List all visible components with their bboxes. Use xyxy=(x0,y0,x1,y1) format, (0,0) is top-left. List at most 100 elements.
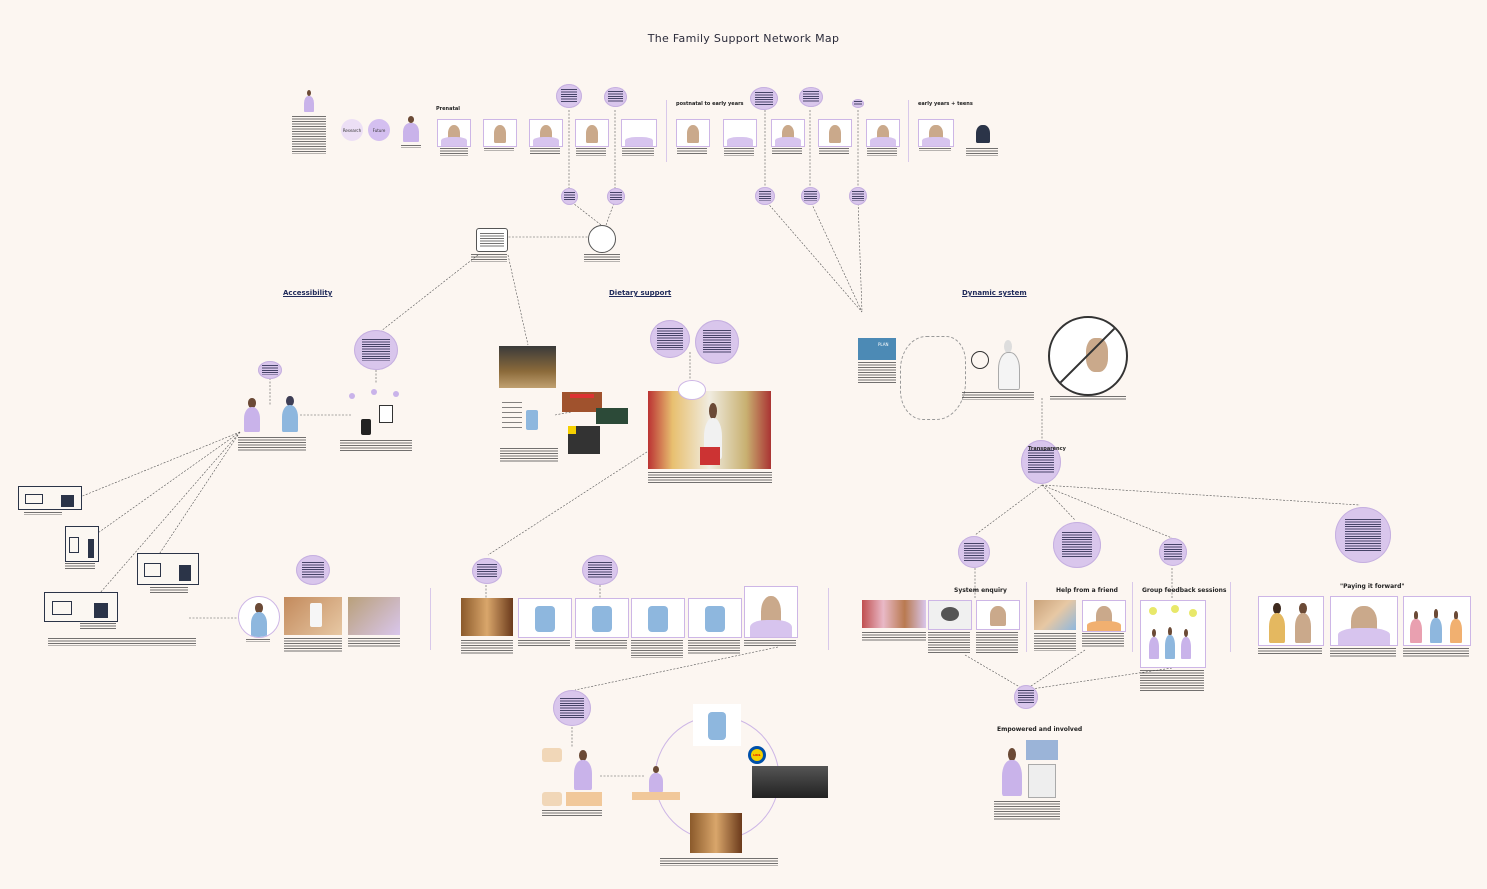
group-feedback-caption xyxy=(1140,670,1204,692)
system-enquiry-caption-3 xyxy=(976,632,1018,654)
supermarket-caption xyxy=(648,472,772,484)
globe-caption xyxy=(584,254,620,262)
timeline-persona-figure xyxy=(400,116,422,142)
postnatal-note-circle-2 xyxy=(799,87,823,107)
prenatal-thumb-3 xyxy=(529,119,563,147)
transparency-label: Transparency xyxy=(1028,446,1066,452)
notes-card-icon xyxy=(476,228,508,252)
coffee-phone-photo xyxy=(284,597,342,635)
group-meeting-photo xyxy=(348,597,400,635)
postnatal-caption-5 xyxy=(867,148,897,156)
buildings-caption-long xyxy=(48,638,196,646)
group-meeting-caption xyxy=(348,638,400,648)
stage-divider-2 xyxy=(908,100,909,162)
friend-thumb xyxy=(1082,600,1126,632)
prenatal-caption-5 xyxy=(622,148,654,156)
empowered-label: Empowered and involved xyxy=(997,726,1083,733)
heading-dietary-support: Dietary support xyxy=(609,289,672,297)
friend-photo xyxy=(1034,600,1076,630)
postnatal-caption-2 xyxy=(724,148,754,156)
supermarket-logo-text: LIDL xyxy=(751,749,763,761)
phone-app-caption-4 xyxy=(688,640,740,654)
system-enquiry-label: System enquiry xyxy=(954,587,1007,594)
paying-forward-caption-3 xyxy=(1403,648,1469,658)
access-persona-caption xyxy=(246,639,270,642)
paying-forward-thumb-2 xyxy=(1330,596,1398,646)
heading-dynamic-system: Dynamic system xyxy=(962,289,1027,297)
prenatal-link-circle-1 xyxy=(561,188,578,205)
cycle-table-illustration xyxy=(566,792,602,806)
cycle-mother-figure xyxy=(570,750,596,790)
cycle-shop-photo xyxy=(690,813,742,853)
clinic-building xyxy=(65,526,99,562)
devices-caption xyxy=(340,440,412,452)
section-divider-right xyxy=(828,588,829,650)
friend-caption-2 xyxy=(1082,633,1124,647)
dietary-note-circle-2 xyxy=(695,320,739,364)
dynamic-divider-1 xyxy=(1026,582,1027,652)
postnatal-caption-3 xyxy=(772,148,802,154)
plan-poster-caption xyxy=(858,362,896,384)
empowered-caption xyxy=(994,801,1060,821)
stage-early-label: early years + teens xyxy=(918,101,973,107)
no-paper-icon xyxy=(1048,316,1128,396)
prenatal-thumb-2 xyxy=(483,119,517,147)
phone-app-thumb-1 xyxy=(518,598,572,638)
timeline-persona-caption xyxy=(401,145,421,148)
phone-app-caption-3 xyxy=(631,640,683,658)
clinic-caption xyxy=(65,563,95,569)
group-feedback-label: Group feedback sessions xyxy=(1142,587,1227,594)
cycle-phone-illustration xyxy=(693,704,741,746)
help-friend-label: Help from a friend xyxy=(1056,587,1118,594)
shop-shelf-caption xyxy=(461,640,513,654)
stage-prenatal-label: Prenatal xyxy=(436,106,460,112)
early-caption-1 xyxy=(919,148,951,151)
dynamic-family-caption xyxy=(962,392,1034,400)
cycle-caption xyxy=(660,858,778,866)
prenatal-caption-1 xyxy=(440,148,468,156)
shop-shelf-photo xyxy=(461,598,513,636)
accessibility-helper-figure xyxy=(278,396,302,432)
empowered-map-card xyxy=(1026,740,1058,760)
market-stall-illustration xyxy=(596,408,628,424)
dietary-persona-thumb xyxy=(744,586,798,638)
phone-map-illustration xyxy=(500,392,560,444)
accessibility-caption xyxy=(238,437,306,451)
education-building xyxy=(137,553,199,585)
early-caption-2 xyxy=(966,148,998,156)
phone-app-thumb-2 xyxy=(575,598,629,638)
globe-icon xyxy=(588,225,616,253)
shop-interior-photo xyxy=(499,346,556,388)
heading-accessibility: Accessibility xyxy=(283,289,333,297)
education-caption xyxy=(150,587,188,593)
community-centre-caption xyxy=(80,623,116,629)
group-feedback-illustration xyxy=(1140,600,1206,668)
supermarket-front-photo xyxy=(568,426,600,454)
supermarket-aisle-photo xyxy=(648,391,771,469)
prenatal-thumb-1 xyxy=(437,119,471,147)
prenatal-link-circle-2 xyxy=(607,188,625,205)
no-paper-caption xyxy=(1050,396,1126,400)
dietary-lower-note-circle-2 xyxy=(582,555,618,585)
postnatal-thumb-5 xyxy=(866,119,900,147)
postnatal-link-circle-2 xyxy=(801,187,820,205)
access-persona-avatar xyxy=(238,596,280,638)
accessibility-note-circle xyxy=(354,330,398,370)
postnatal-caption-4 xyxy=(819,148,849,154)
system-enquiry-caption-1 xyxy=(862,632,926,642)
phone-app-caption-1 xyxy=(518,640,570,646)
no-entry-icon xyxy=(971,351,989,369)
coffee-phone-caption xyxy=(284,638,342,652)
supermarket-store-photo xyxy=(752,766,828,798)
postnatal-link-circle-3 xyxy=(849,187,867,205)
cycle-cooking-illustration xyxy=(632,766,680,800)
stage-divider-1 xyxy=(666,100,667,162)
cycle-note-circle xyxy=(553,690,591,726)
cycle-food-icon-2 xyxy=(542,792,562,806)
phone-app-caption-2 xyxy=(575,640,627,650)
prenatal-note-circle-1 xyxy=(556,84,582,108)
postnatal-thumb-2 xyxy=(723,119,757,147)
early-thumb-2 xyxy=(965,119,1001,147)
